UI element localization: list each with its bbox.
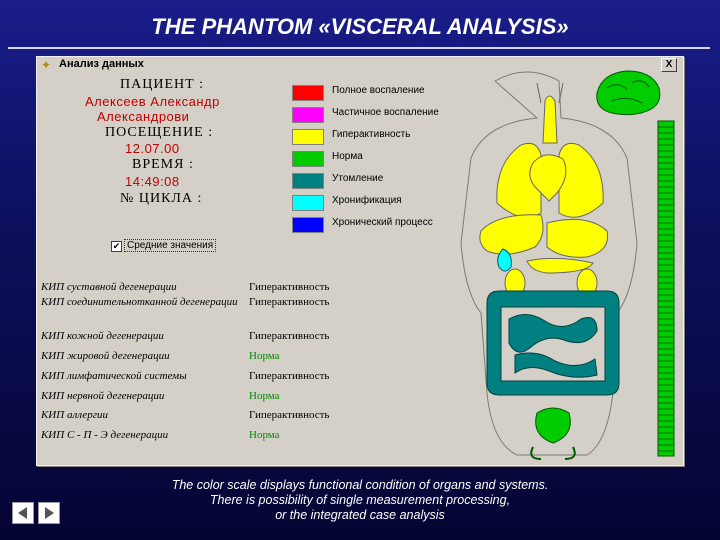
legend-swatch	[292, 217, 324, 233]
indicator-label: КИП соединительнотканной дегенерации	[41, 296, 238, 308]
indicator-label: КИП нервной дегенерации	[41, 390, 165, 402]
indicator-status: Норма	[249, 429, 280, 441]
legend-label: Хронификация	[332, 195, 402, 206]
next-arrow-icon	[45, 507, 54, 519]
bladder-organ[interactable]	[535, 407, 571, 444]
cycle-label: № ЦИКЛА :	[120, 191, 203, 206]
legend-label: Утомление	[332, 173, 384, 184]
indicator-status: Гиперактивность	[249, 281, 330, 293]
caption-line-3: or the integrated case analysis	[275, 508, 445, 522]
indicator-label: КИП С - П - Э дегенерации	[41, 429, 169, 441]
window-title: Анализ данных	[59, 58, 144, 70]
indicator-status: Норма	[249, 350, 280, 362]
caption-line-2: There is possibility of single measureme…	[209, 493, 511, 507]
patient-name-line2: Александрови	[97, 109, 190, 124]
right-lung[interactable]	[558, 142, 604, 218]
close-button[interactable]: X	[661, 58, 677, 72]
legend-swatch	[292, 85, 324, 101]
patient-label: ПАЦИЕНТ :	[120, 77, 205, 92]
airway-lines	[536, 82, 564, 104]
time-label: ВРЕМЯ :	[132, 157, 194, 172]
title-divider	[8, 47, 710, 49]
indicator-status: Норма	[249, 390, 280, 402]
spine-vertebrae	[658, 126, 674, 452]
large-intestine[interactable]	[486, 290, 620, 396]
indicator-label: КИП суставной дегенерации	[41, 281, 177, 293]
indicator-label: КИП лимфатической системы	[41, 370, 187, 382]
legend-label: Частичное воспаление	[332, 107, 439, 118]
legend-label: Полное воспаление	[332, 85, 425, 96]
app-logo-icon: ✦	[41, 58, 52, 72]
spine-organ[interactable]	[657, 120, 675, 457]
averages-checkbox-label[interactable]: Средние значения	[124, 239, 217, 252]
time-value: 14:49:08	[125, 174, 180, 189]
legend-swatch	[292, 107, 324, 123]
brain-folds	[606, 80, 650, 104]
legend-swatch	[292, 195, 324, 211]
caption-line-1: The color scale displays functional cond…	[171, 478, 549, 492]
throat-organ[interactable]	[542, 95, 558, 144]
lower-tract-lines	[530, 446, 576, 460]
averages-checkbox[interactable]: ✔	[111, 241, 122, 252]
pancreas-organ[interactable]	[526, 257, 594, 274]
patient-name-line1: Алексеев Александр	[85, 94, 220, 109]
legend-label: Хронический процесс	[332, 217, 433, 228]
indicator-label: КИП кожной дегенерации	[41, 330, 164, 342]
small-intestine[interactable]	[508, 314, 598, 378]
legend-swatch	[292, 173, 324, 189]
slide-caption: The color scale displays functional cond…	[110, 478, 610, 523]
heart-organ[interactable]	[529, 154, 567, 202]
prev-slide-button[interactable]	[12, 502, 34, 524]
visit-date: 12.07.00	[125, 141, 180, 156]
indicator-status: Гиперактивность	[249, 370, 330, 382]
legend-label: Гиперактивность	[332, 129, 411, 140]
prev-arrow-icon	[18, 507, 27, 519]
analysis-window: ✦ Анализ данных X ПАЦИЕНТ : Алексеев Але…	[36, 56, 684, 466]
body-outline	[460, 71, 638, 456]
legend-label: Норма	[332, 151, 363, 162]
visit-label: ПОСЕЩЕНИЕ :	[105, 125, 214, 140]
liver-organ[interactable]	[479, 214, 544, 255]
legend-swatch	[292, 129, 324, 145]
brain-organ[interactable]	[596, 70, 661, 116]
slide-title: THE PHANTOM «VISCERAL ANALYSIS»	[151, 14, 569, 39]
indicator-status: Гиперактивность	[249, 296, 330, 308]
indicator-status: Гиперактивность	[249, 409, 330, 421]
anatomy-phantom	[460, 70, 675, 460]
gallbladder-organ[interactable]	[497, 248, 512, 272]
indicator-status: Гиперактивность	[249, 330, 330, 342]
window-titlebar[interactable]: ✦ Анализ данных X	[37, 57, 683, 73]
indicator-label: КИП жировой дегенерации	[41, 350, 170, 362]
legend-swatch	[292, 151, 324, 167]
next-slide-button[interactable]	[38, 502, 60, 524]
indicator-label: КИП аллергии	[41, 409, 108, 421]
stomach-organ[interactable]	[546, 218, 609, 258]
